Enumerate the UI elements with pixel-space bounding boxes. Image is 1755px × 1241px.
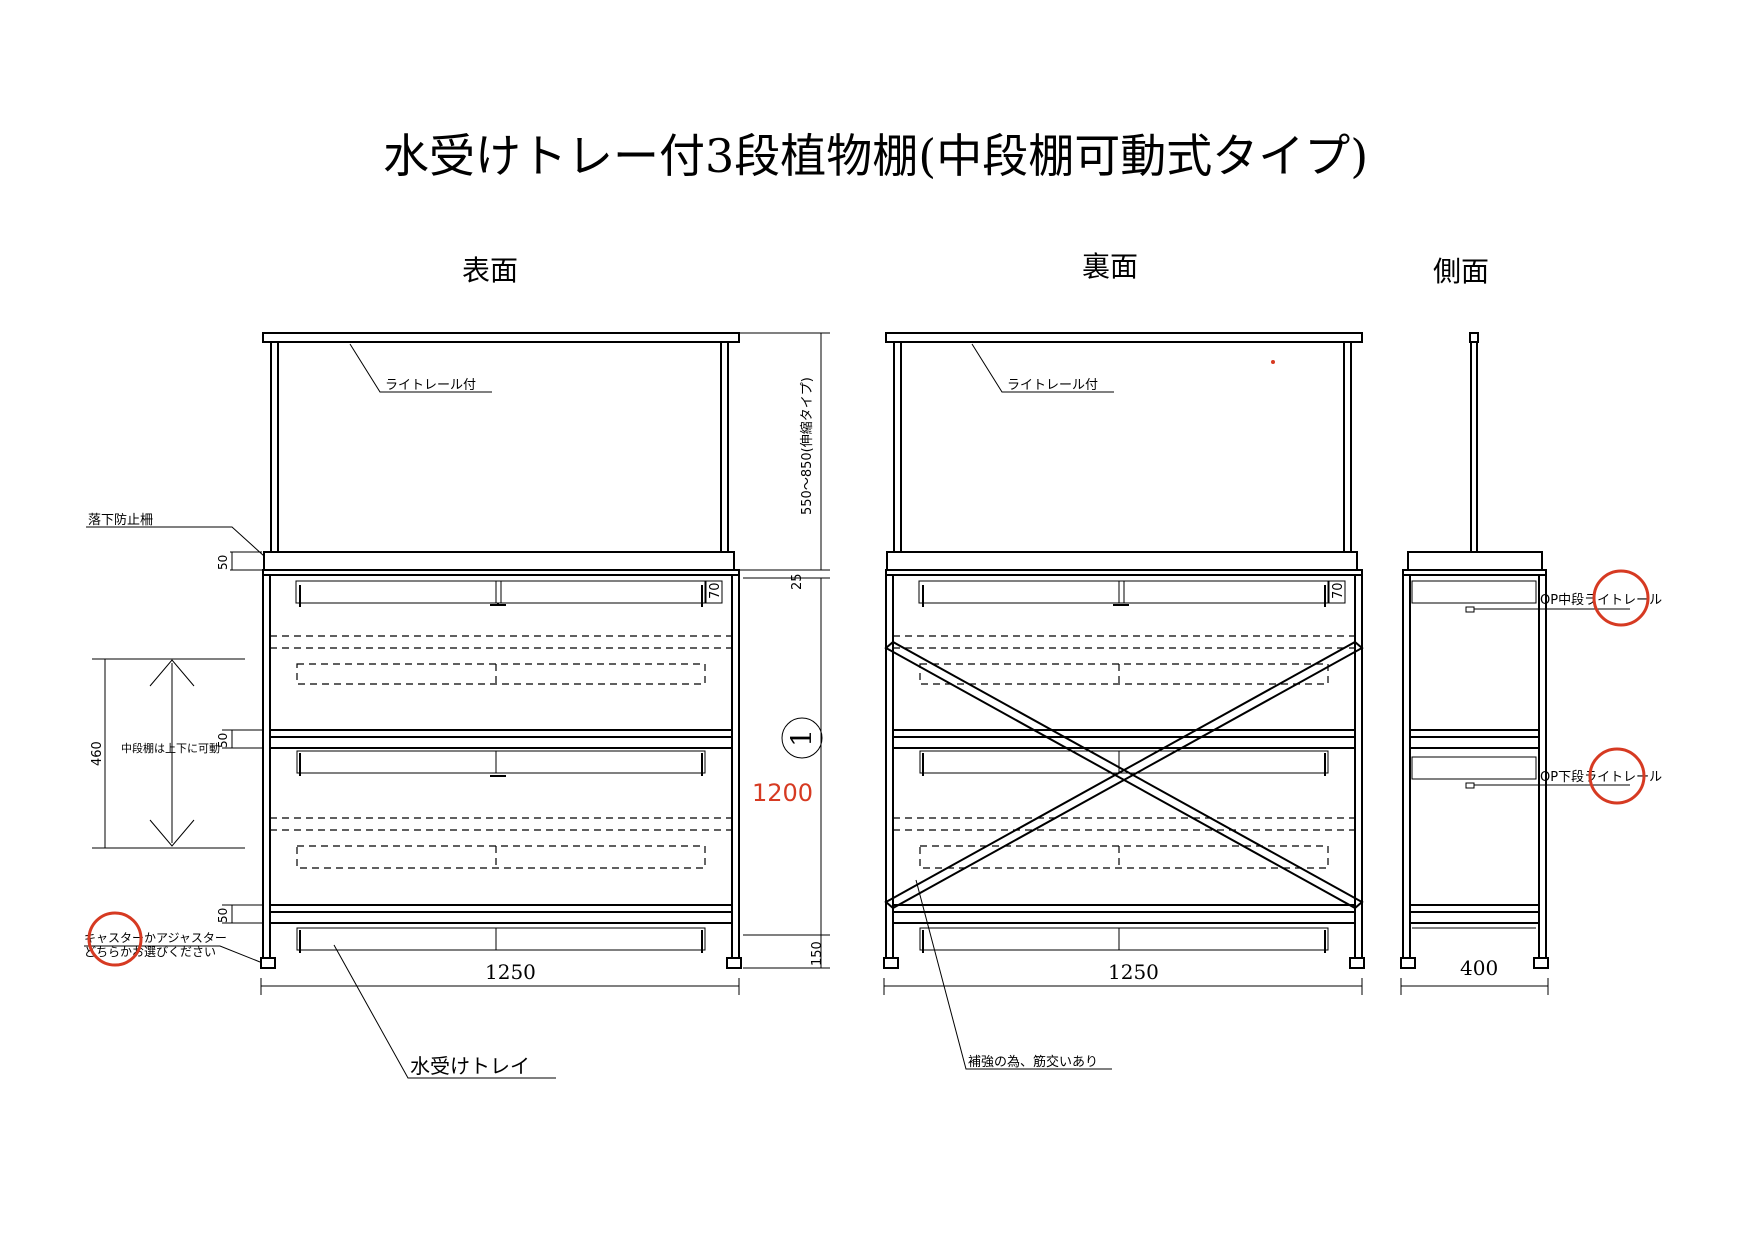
back-view — [883, 332, 1365, 969]
label-caster-line2: どちらかお選びください — [84, 945, 216, 959]
dim-total-height: 1200 — [752, 779, 813, 807]
front-view — [260, 332, 742, 969]
front-fall-guard — [263, 551, 735, 571]
front-top-rail — [262, 332, 740, 343]
circle-number: 1 — [785, 729, 818, 747]
label-brace: 補強の為、筋交いあり — [968, 1054, 1098, 1070]
cross-brace-a — [884, 640, 1364, 910]
view-label-front: 表面 — [462, 254, 518, 287]
red-dot — [1271, 360, 1275, 364]
highlight-circle-caster — [87, 911, 143, 967]
label-caster-line1: キャスターかアジャスター — [84, 931, 227, 945]
label-light-rail-back: ライトレール付 — [1007, 378, 1098, 393]
front-caster-left — [260, 957, 276, 969]
dim-25: 25 — [790, 573, 805, 590]
highlight-circle-mid-rail — [1592, 569, 1650, 627]
dim-70-front: 70 — [708, 582, 723, 599]
dim-460: 460 — [90, 741, 105, 766]
label-fall-guard: 落下防止柵 — [88, 512, 153, 528]
dim-50-mid: 50 — [216, 733, 230, 748]
label-light-rail-front: ライトレール付 — [385, 378, 476, 393]
drawing-title: 水受けトレー付3段植物棚(中段棚可動式タイプ) — [383, 129, 1368, 183]
cross-brace-b — [884, 640, 1364, 910]
dim-70-back: 70 — [1331, 582, 1346, 599]
circle-marker — [781, 717, 823, 759]
view-label-back: 裏面 — [1082, 250, 1138, 283]
label-mid-shelf-movable: 中段棚は上下に可動 — [121, 741, 220, 755]
side-view — [1400, 332, 1549, 969]
dim-depth-side: 400 — [1460, 956, 1498, 980]
dim-50-low: 50 — [216, 908, 230, 923]
dim-width-back: 1250 — [1108, 960, 1159, 984]
front-caster-right — [726, 957, 742, 969]
label-op-low-rail: OP下段ライトレール — [1540, 770, 1662, 785]
dim-width-front: 1250 — [485, 960, 536, 984]
highlight-circle-low-rail — [1588, 747, 1646, 805]
dim-height-range: 550～850(伸縮タイプ) — [799, 377, 815, 515]
label-op-mid-rail: OP中段ライトレール — [1540, 593, 1662, 608]
view-label-side: 側面 — [1433, 255, 1489, 288]
dim-150: 150 — [810, 941, 825, 966]
label-water-tray: 水受けトレイ — [410, 1054, 530, 1078]
dim-50-top: 50 — [216, 555, 230, 570]
